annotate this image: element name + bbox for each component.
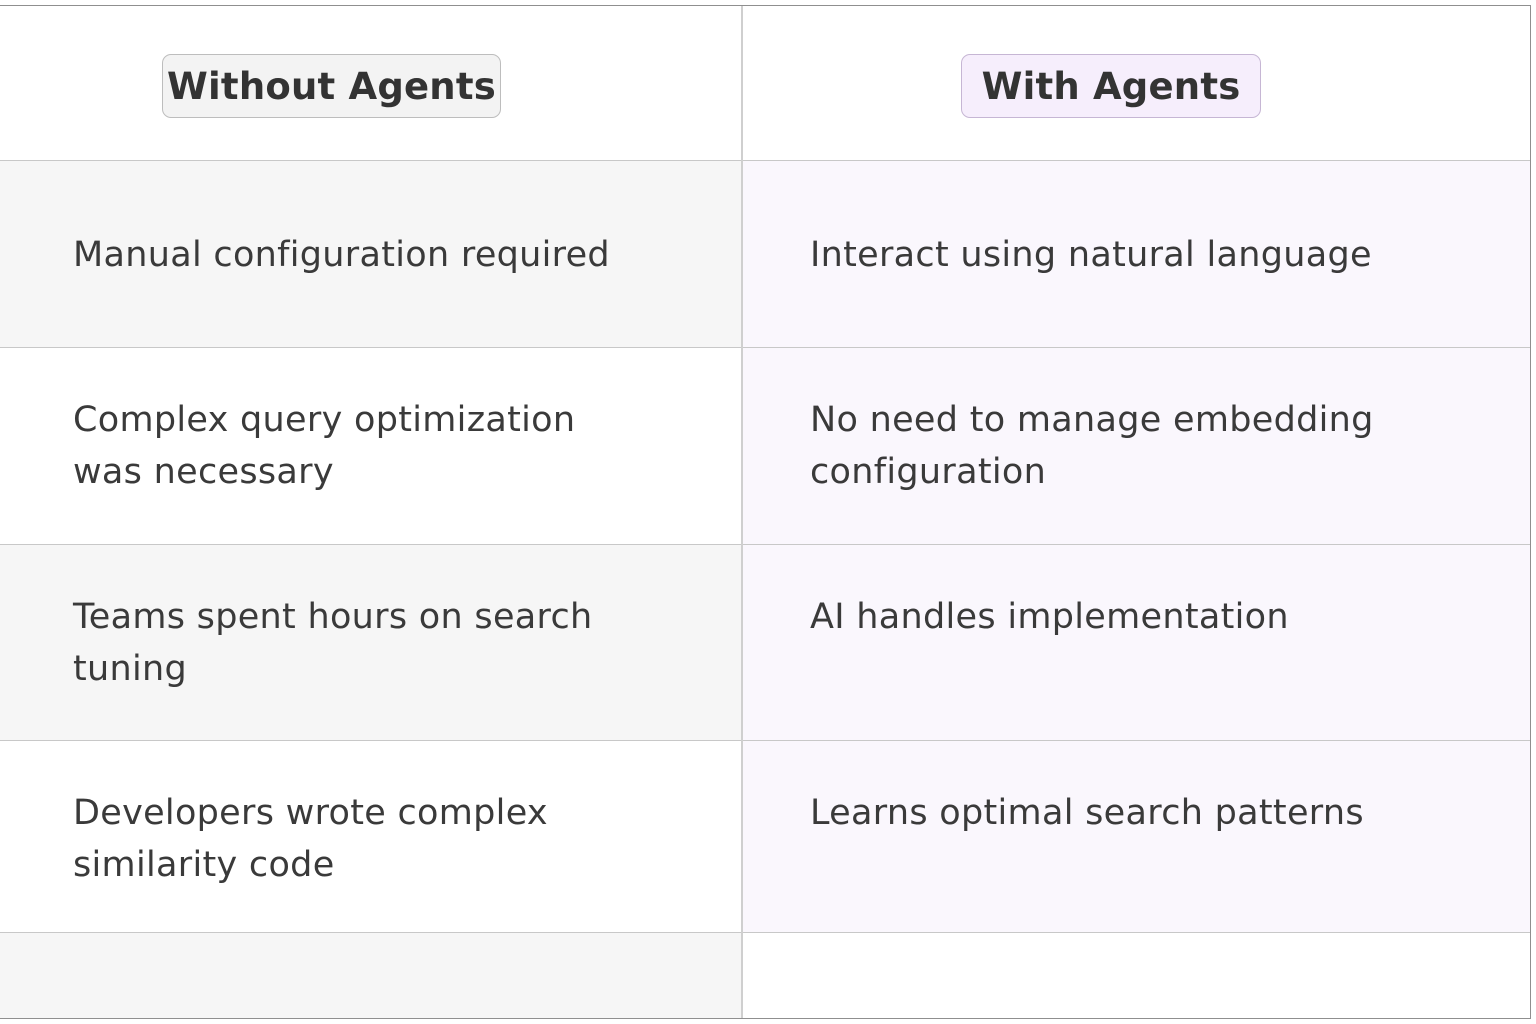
with-cell [743,933,1530,1018]
without-text: Complex query optimization was necessary [73,400,576,492]
without-cell: Manual configuration required [0,161,743,347]
table-row: Manual configuration required Interact u… [0,161,1530,348]
table-row: Complex query optimization was necessary… [0,348,1530,545]
with-agents-header: With Agents [961,54,1261,118]
without-cell: Complex query optimization was necessary [0,348,743,544]
table-row: Teams spent hours on search tuning AI ha… [0,545,1530,741]
with-cell: AI handles implementation [743,545,1530,740]
with-cell: Learns optimal search patterns [743,741,1530,932]
without-cell: Developers wrote complex similarity code [0,741,743,932]
with-cell: Interact using natural language [743,161,1530,347]
with-text: Interact using natural language [810,235,1372,275]
without-text: Manual configuration required [73,235,610,275]
with-cell: No need to manage embedding configuratio… [743,348,1530,544]
table-header-row: Without Agents With Agents [0,6,1530,161]
without-cell: Teams spent hours on search tuning [0,545,743,740]
with-text: Learns optimal search patterns [810,793,1364,833]
without-agents-header: Without Agents [162,54,501,118]
comparison-table: Without Agents With Agents Manual config… [0,5,1531,1019]
without-cell [0,933,743,1018]
without-text: Teams spent hours on search tuning [73,597,593,689]
with-text: No need to manage embedding configuratio… [810,400,1374,492]
table-row: Developers wrote complex similarity code… [0,741,1530,933]
without-text: Developers wrote complex similarity code [73,793,548,885]
with-text: AI handles implementation [810,597,1289,637]
table-row [0,933,1530,1018]
column-divider [741,6,743,1018]
